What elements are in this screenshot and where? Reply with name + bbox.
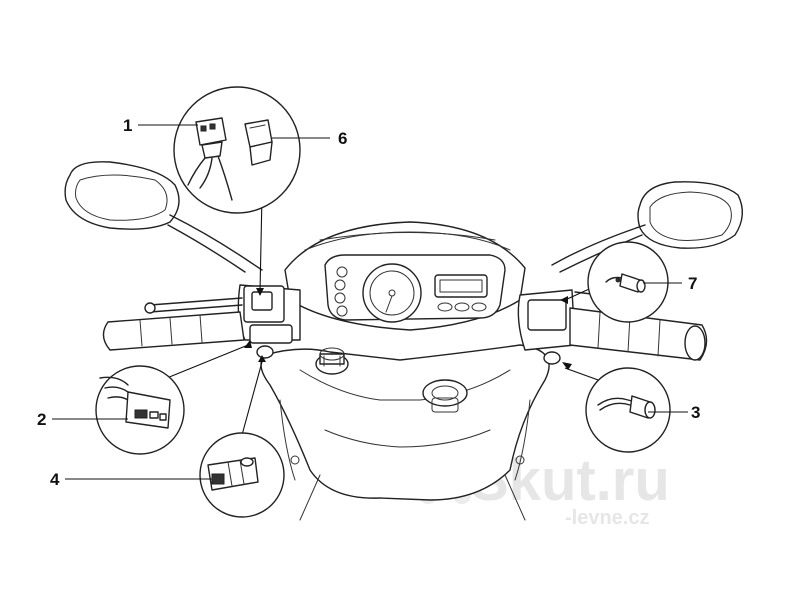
callout-2: 2 <box>37 410 46 429</box>
callout-7: 7 <box>688 274 697 293</box>
hazard-switch-location <box>251 291 273 311</box>
callout-labels: 1 2 3 4 6 7 <box>37 116 700 489</box>
switch-cap-part <box>244 119 273 166</box>
left-mirror <box>64 161 263 273</box>
detail-circle-3 <box>585 367 671 453</box>
callout-1: 1 <box>123 116 132 135</box>
detail-circle-4 <box>199 432 285 518</box>
speedometer-gauge <box>362 263 422 323</box>
watermark-domain: -levne.cz <box>565 507 649 529</box>
leader-lines <box>161 194 613 436</box>
callout-3: 3 <box>691 403 700 422</box>
callout-4: 4 <box>50 470 60 489</box>
detail-circle-7 <box>587 241 669 323</box>
right-handlebar <box>517 289 708 365</box>
detail-circle-2 <box>95 365 185 455</box>
front-body <box>260 344 550 521</box>
callout-6: 6 <box>338 129 347 148</box>
hazard-switch-part <box>187 117 233 201</box>
callout-lines <box>52 124 688 480</box>
dashboard-cowl <box>284 221 526 331</box>
left-handlebar <box>102 284 301 359</box>
detail-circle-1-6 <box>173 86 301 214</box>
